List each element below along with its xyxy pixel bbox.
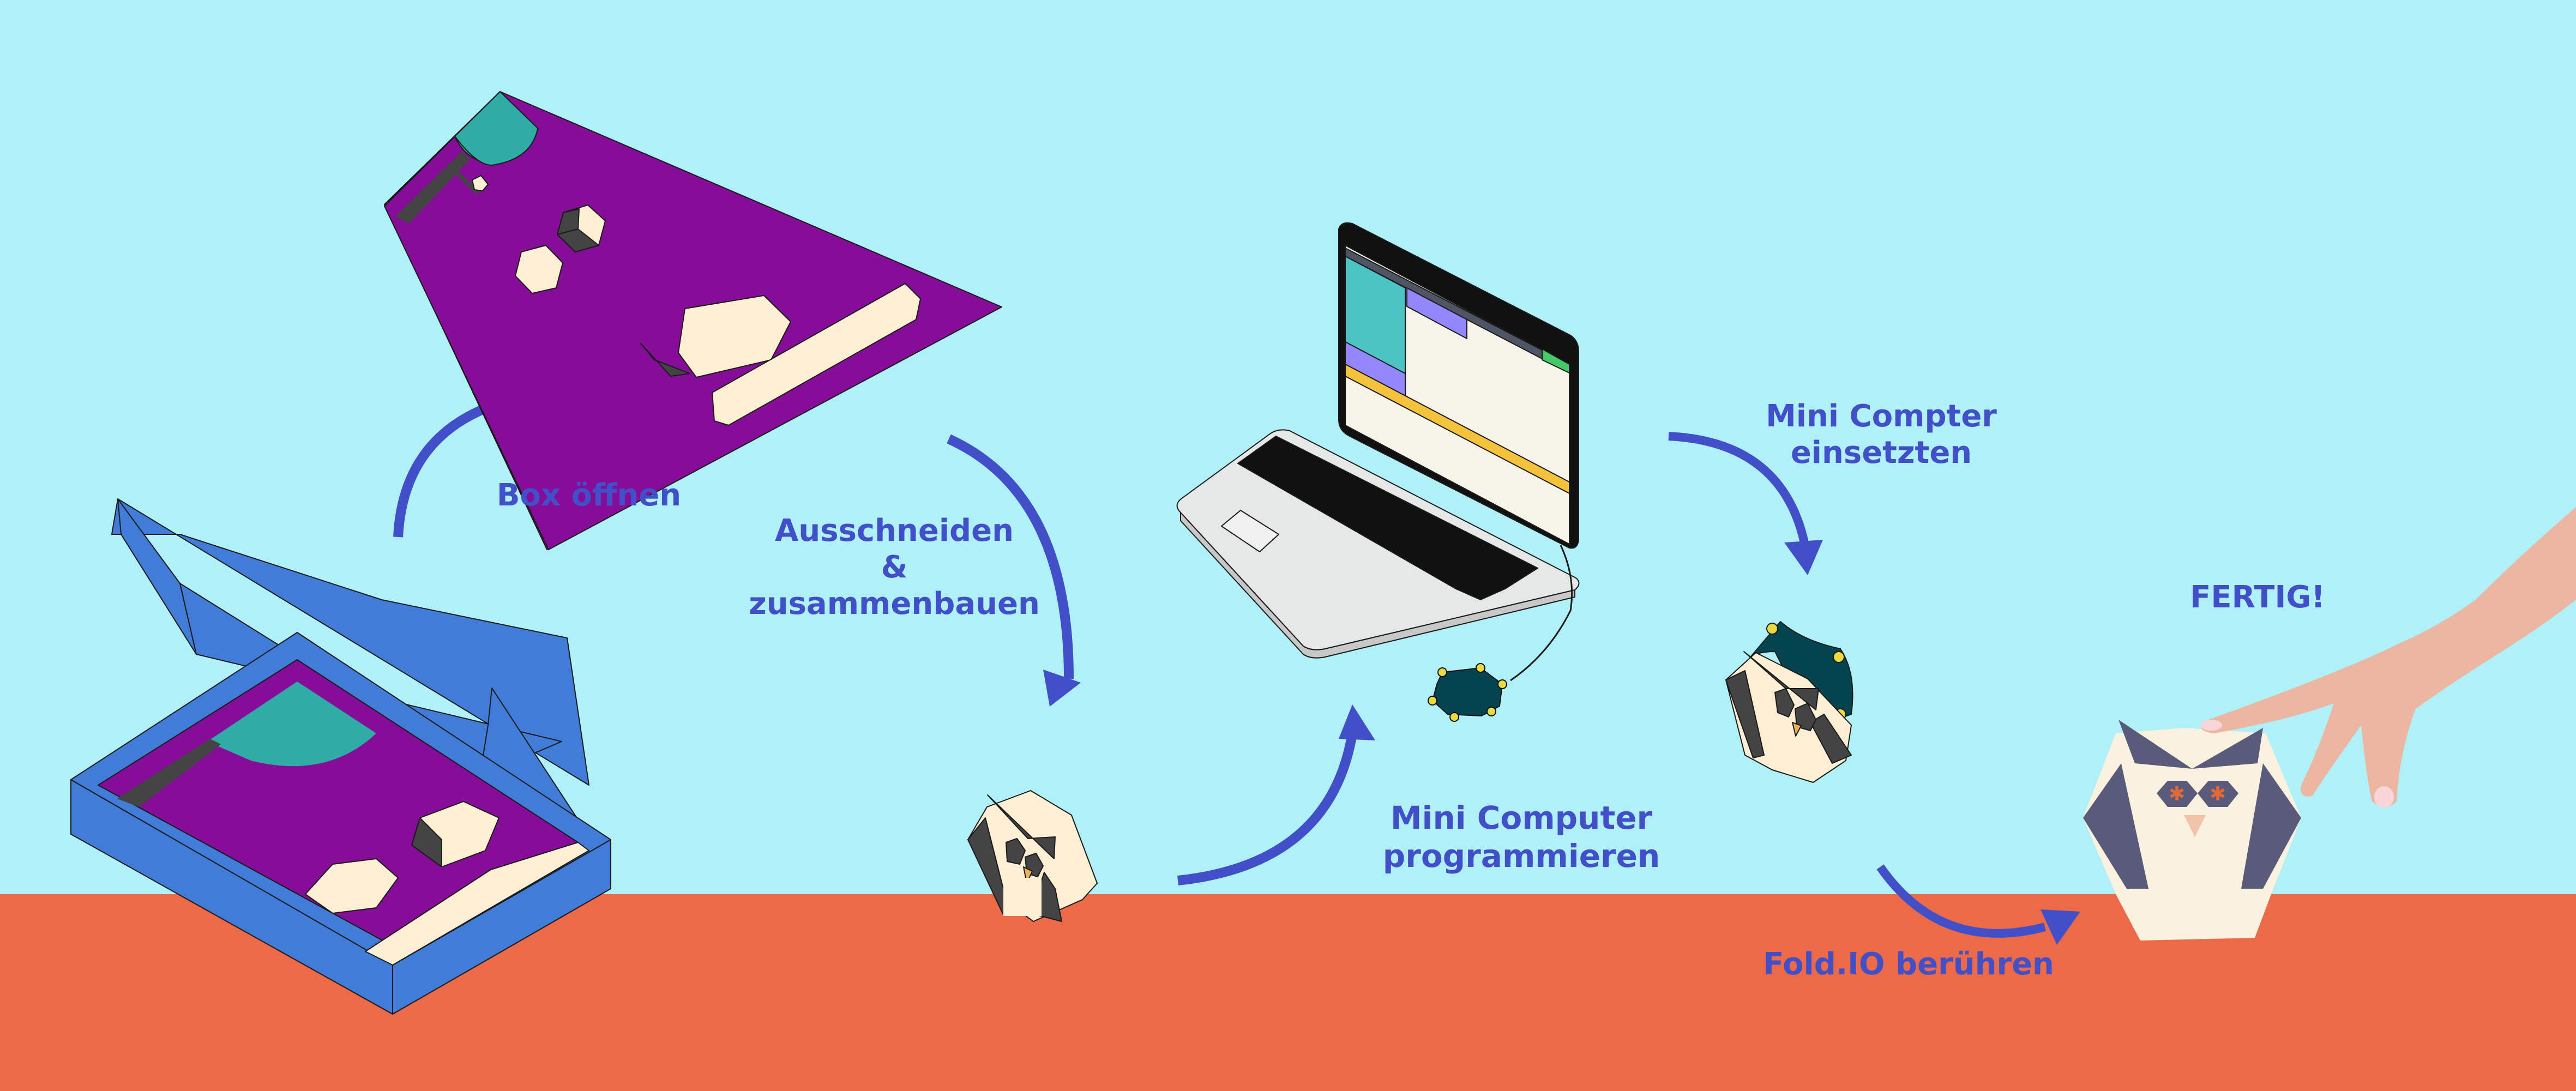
board-pad <box>1497 679 1507 689</box>
board-pcb <box>1431 667 1503 717</box>
sheet-small-owl <box>472 175 489 191</box>
usb-cable <box>1510 545 1573 682</box>
step-label-line: programmieren <box>1382 837 1660 875</box>
owl-chest-pattern <box>1003 878 1042 916</box>
box-inside-strip <box>365 842 589 966</box>
arrow-cut-assemble <box>947 434 1081 707</box>
hand-fingernail <box>2374 786 2394 808</box>
hand <box>2201 507 2576 807</box>
board-pad <box>1428 696 1437 706</box>
step-label-cut-assemble: Ausschneiden & zusammenbauen <box>714 513 1074 623</box>
box-inside-teal-quarter <box>207 682 376 767</box>
inserted-board-pad <box>1766 623 1778 635</box>
microcontroller-board <box>1428 663 1507 722</box>
final-owl-eye-left <box>2157 781 2198 807</box>
final-owl-eye-star: ✱ <box>2210 783 2226 805</box>
final-owl-beak <box>2184 815 2206 837</box>
step-label-line: FERTIG! <box>2190 580 2325 615</box>
final-owl-ear-right <box>2192 728 2263 769</box>
sheet-big-hexagon <box>515 245 563 294</box>
board-pad <box>1437 667 1447 677</box>
sheet-owl-dark-bottom <box>557 228 599 252</box>
step-label-insert: Mini Compter einsetzten <box>1756 398 2007 471</box>
owl2-right-wing <box>1810 714 1852 764</box>
final-owl-eye-right <box>2198 781 2238 807</box>
final-owl-wing-right <box>2241 763 2301 889</box>
step-label-touch: Fold.IO berühren <box>1750 946 2067 982</box>
box-inside-hexagon <box>305 858 399 914</box>
step-label-line: zusammenbauen <box>749 586 1040 622</box>
final-owl-eye-star: ✱ <box>2169 783 2185 805</box>
inserted-board-pad <box>1833 651 1845 663</box>
sheet-strip <box>712 283 921 426</box>
laptop-keyboard <box>1237 436 1538 600</box>
step-label-line: Fold.IO berühren <box>1763 947 2054 982</box>
step-label-line: & <box>881 550 908 586</box>
owl2-beak <box>1792 722 1802 737</box>
owl-with-board-illustration <box>1725 621 1853 783</box>
open-box-illustration <box>70 498 611 1015</box>
laptop-trackpad <box>1221 510 1279 552</box>
cutout-sheet-illustration <box>384 91 1002 550</box>
board-pad <box>1449 712 1459 722</box>
step-label-open-box: Box öffnen <box>436 477 742 514</box>
finished-owl-photo: ✱ ✱ <box>2083 507 2576 941</box>
final-owl-wing-left <box>2083 763 2148 889</box>
screen-green-button <box>1542 348 1570 373</box>
step-label-line: einsetzten <box>1790 435 1972 471</box>
board-pad <box>1486 707 1496 716</box>
board-pad <box>1476 663 1485 673</box>
box-lid <box>111 498 589 786</box>
step-label-line: Ausschneiden <box>775 513 1014 548</box>
sheet-wing-cutout <box>640 343 690 377</box>
owl2-ear <box>1743 651 1819 710</box>
laptop-illustration <box>1176 222 1580 682</box>
box-inside-stand <box>117 739 221 807</box>
step-label-line: Mini Compter <box>1766 399 1997 434</box>
screen-yellow-bar <box>1345 364 1570 494</box>
owl2-left-wing <box>1725 670 1765 758</box>
step-label-line: Mini Computer <box>1390 799 1653 836</box>
screen-block <box>1406 287 1467 339</box>
owl-ear <box>987 794 1056 859</box>
owl2-eye-left <box>1774 688 1795 718</box>
arrow-program <box>1177 704 1375 885</box>
final-owl-chest-pattern <box>2157 845 2228 921</box>
sheet-stand-arm <box>454 170 480 195</box>
arrow-insert <box>1668 432 1823 575</box>
step-label-program: Mini Computer programmieren <box>1352 799 1690 875</box>
hand-fingernail <box>2200 720 2222 731</box>
sheet-stand <box>395 151 470 224</box>
laptop-base-edge <box>1180 512 1575 659</box>
box-inside-owl-dark <box>411 817 442 867</box>
paper-owl-illustration <box>967 790 1098 922</box>
step-label-line: Box öffnen <box>496 478 682 513</box>
owl-eye-left <box>1006 838 1026 865</box>
step-label-done: FERTIG! <box>2159 579 2356 616</box>
final-owl-ear-left <box>2118 720 2192 769</box>
arrow-touch <box>1876 864 2080 945</box>
owl-beak <box>1023 866 1033 884</box>
